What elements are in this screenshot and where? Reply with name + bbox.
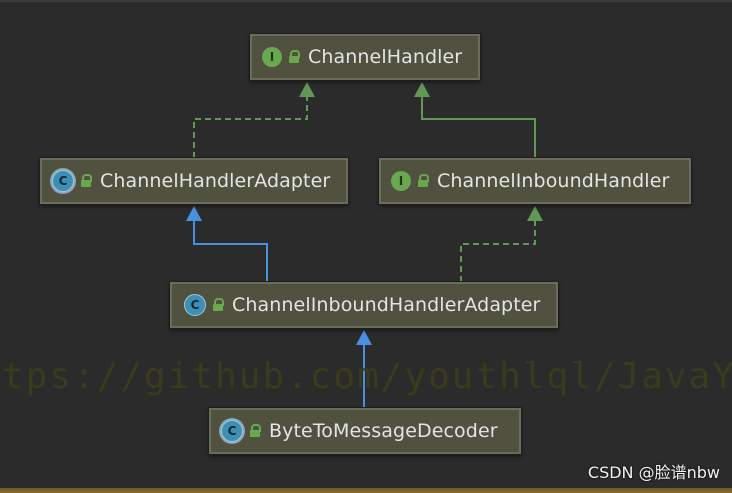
node-channel-inbound-handler-adapter[interactable]: C ChannelInboundHandlerAdapter xyxy=(170,282,558,328)
url-watermark: tps://github.com/youthlql/JavaY xyxy=(2,356,732,397)
bottom-border xyxy=(0,488,732,493)
node-channel-handler-adapter[interactable]: C ChannelHandlerAdapter xyxy=(40,158,348,204)
node-label: ChannelInboundHandler xyxy=(437,170,670,192)
node-label: ChannelHandler xyxy=(308,46,463,68)
csdn-credit-watermark: CSDN @脸谱nbw xyxy=(587,463,720,482)
node-channel-handler[interactable]: I ChannelHandler xyxy=(250,34,480,80)
node-label: ChannelHandlerAdapter xyxy=(100,170,331,192)
edge-decoder-to-inbound-adapter xyxy=(356,330,372,408)
node-label: ChannelInboundHandlerAdapter xyxy=(232,294,541,316)
node-channel-inbound-handler[interactable]: I ChannelInboundHandler xyxy=(379,158,691,204)
public-visibility-icon xyxy=(417,174,429,188)
public-visibility-icon xyxy=(212,298,224,312)
edge-inbound-handler-to-handler xyxy=(414,82,536,158)
node-label: ByteToMessageDecoder xyxy=(269,420,498,442)
public-visibility-icon xyxy=(249,424,261,438)
edge-inbound-adapter-to-inbound-handler xyxy=(460,206,543,282)
edge-handler-adapter-to-handler xyxy=(193,82,315,158)
abstract-class-icon: C xyxy=(52,170,74,192)
public-visibility-icon xyxy=(80,174,92,188)
interface-icon: I xyxy=(391,171,411,191)
top-border xyxy=(0,0,732,2)
public-visibility-icon xyxy=(288,50,300,64)
abstract-class-icon: C xyxy=(221,420,243,442)
interface-icon: I xyxy=(262,47,282,67)
edge-inbound-adapter-to-handler-adapter xyxy=(186,206,268,282)
class-icon: C xyxy=(184,294,206,316)
node-byte-to-message-decoder[interactable]: C ByteToMessageDecoder xyxy=(209,408,521,454)
